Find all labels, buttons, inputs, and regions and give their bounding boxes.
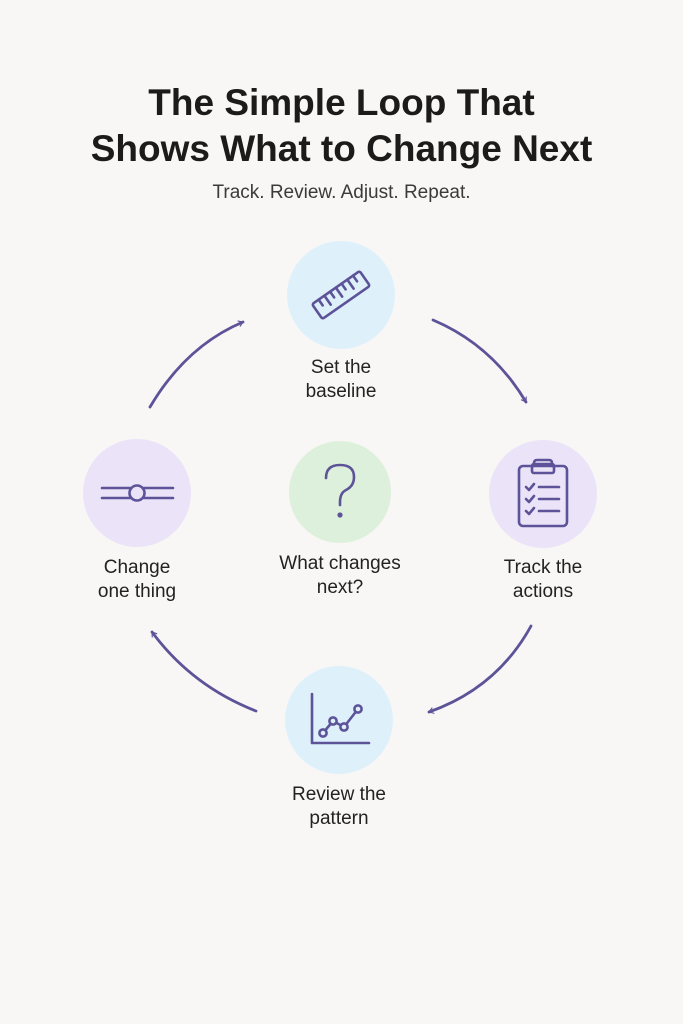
step-set-baseline-circle (287, 241, 395, 349)
step-review-pattern-label-line1: Review the (292, 784, 386, 805)
arrow-top-right (431, 318, 528, 404)
step-set-baseline-label-line1: Set the (310, 357, 372, 378)
step-review-pattern-label-line2: pattern (309, 808, 369, 829)
step-change-one-thing-label-line1: Change (103, 557, 171, 578)
arrow-bottom-right (427, 624, 533, 714)
line-chart-icon (310, 692, 371, 745)
step-review-pattern-label: Review the pattern (249, 783, 429, 831)
step-set-baseline-label: Set the baseline (251, 356, 431, 404)
step-review-pattern-circle (285, 666, 393, 774)
center-question-label-line2: next? (316, 577, 364, 598)
arrow-top-left (148, 320, 245, 409)
step-track-actions-label-line1: Track the (503, 557, 583, 578)
subtitle: Track. Review. Adjust. Repeat. (212, 182, 471, 203)
center-question-label: What changes next? (250, 552, 430, 600)
question-mark-icon (324, 463, 356, 518)
title-line-1: The Simple Loop That (148, 82, 535, 123)
step-track-actions-label-line2: actions (512, 581, 574, 602)
clipboard-checklist-icon (517, 458, 569, 528)
ruler-icon (311, 270, 371, 320)
arrow-bottom-left (150, 630, 258, 713)
step-change-one-thing-label: Change one thing (47, 556, 227, 604)
step-set-baseline-label-line2: baseline (305, 381, 377, 402)
center-question-circle (289, 441, 391, 543)
page-title: The Simple Loop That Shows What to Chang… (0, 80, 683, 172)
title-line-2: Shows What to Change Next (90, 128, 593, 169)
center-question-label-line1: What changes (279, 553, 401, 574)
step-track-actions-label: Track the actions (453, 556, 633, 604)
step-track-actions-circle (489, 440, 597, 548)
step-change-one-thing-circle (83, 439, 191, 547)
slider-icon (100, 484, 175, 502)
step-change-one-thing-label-line2: one thing (97, 581, 177, 602)
